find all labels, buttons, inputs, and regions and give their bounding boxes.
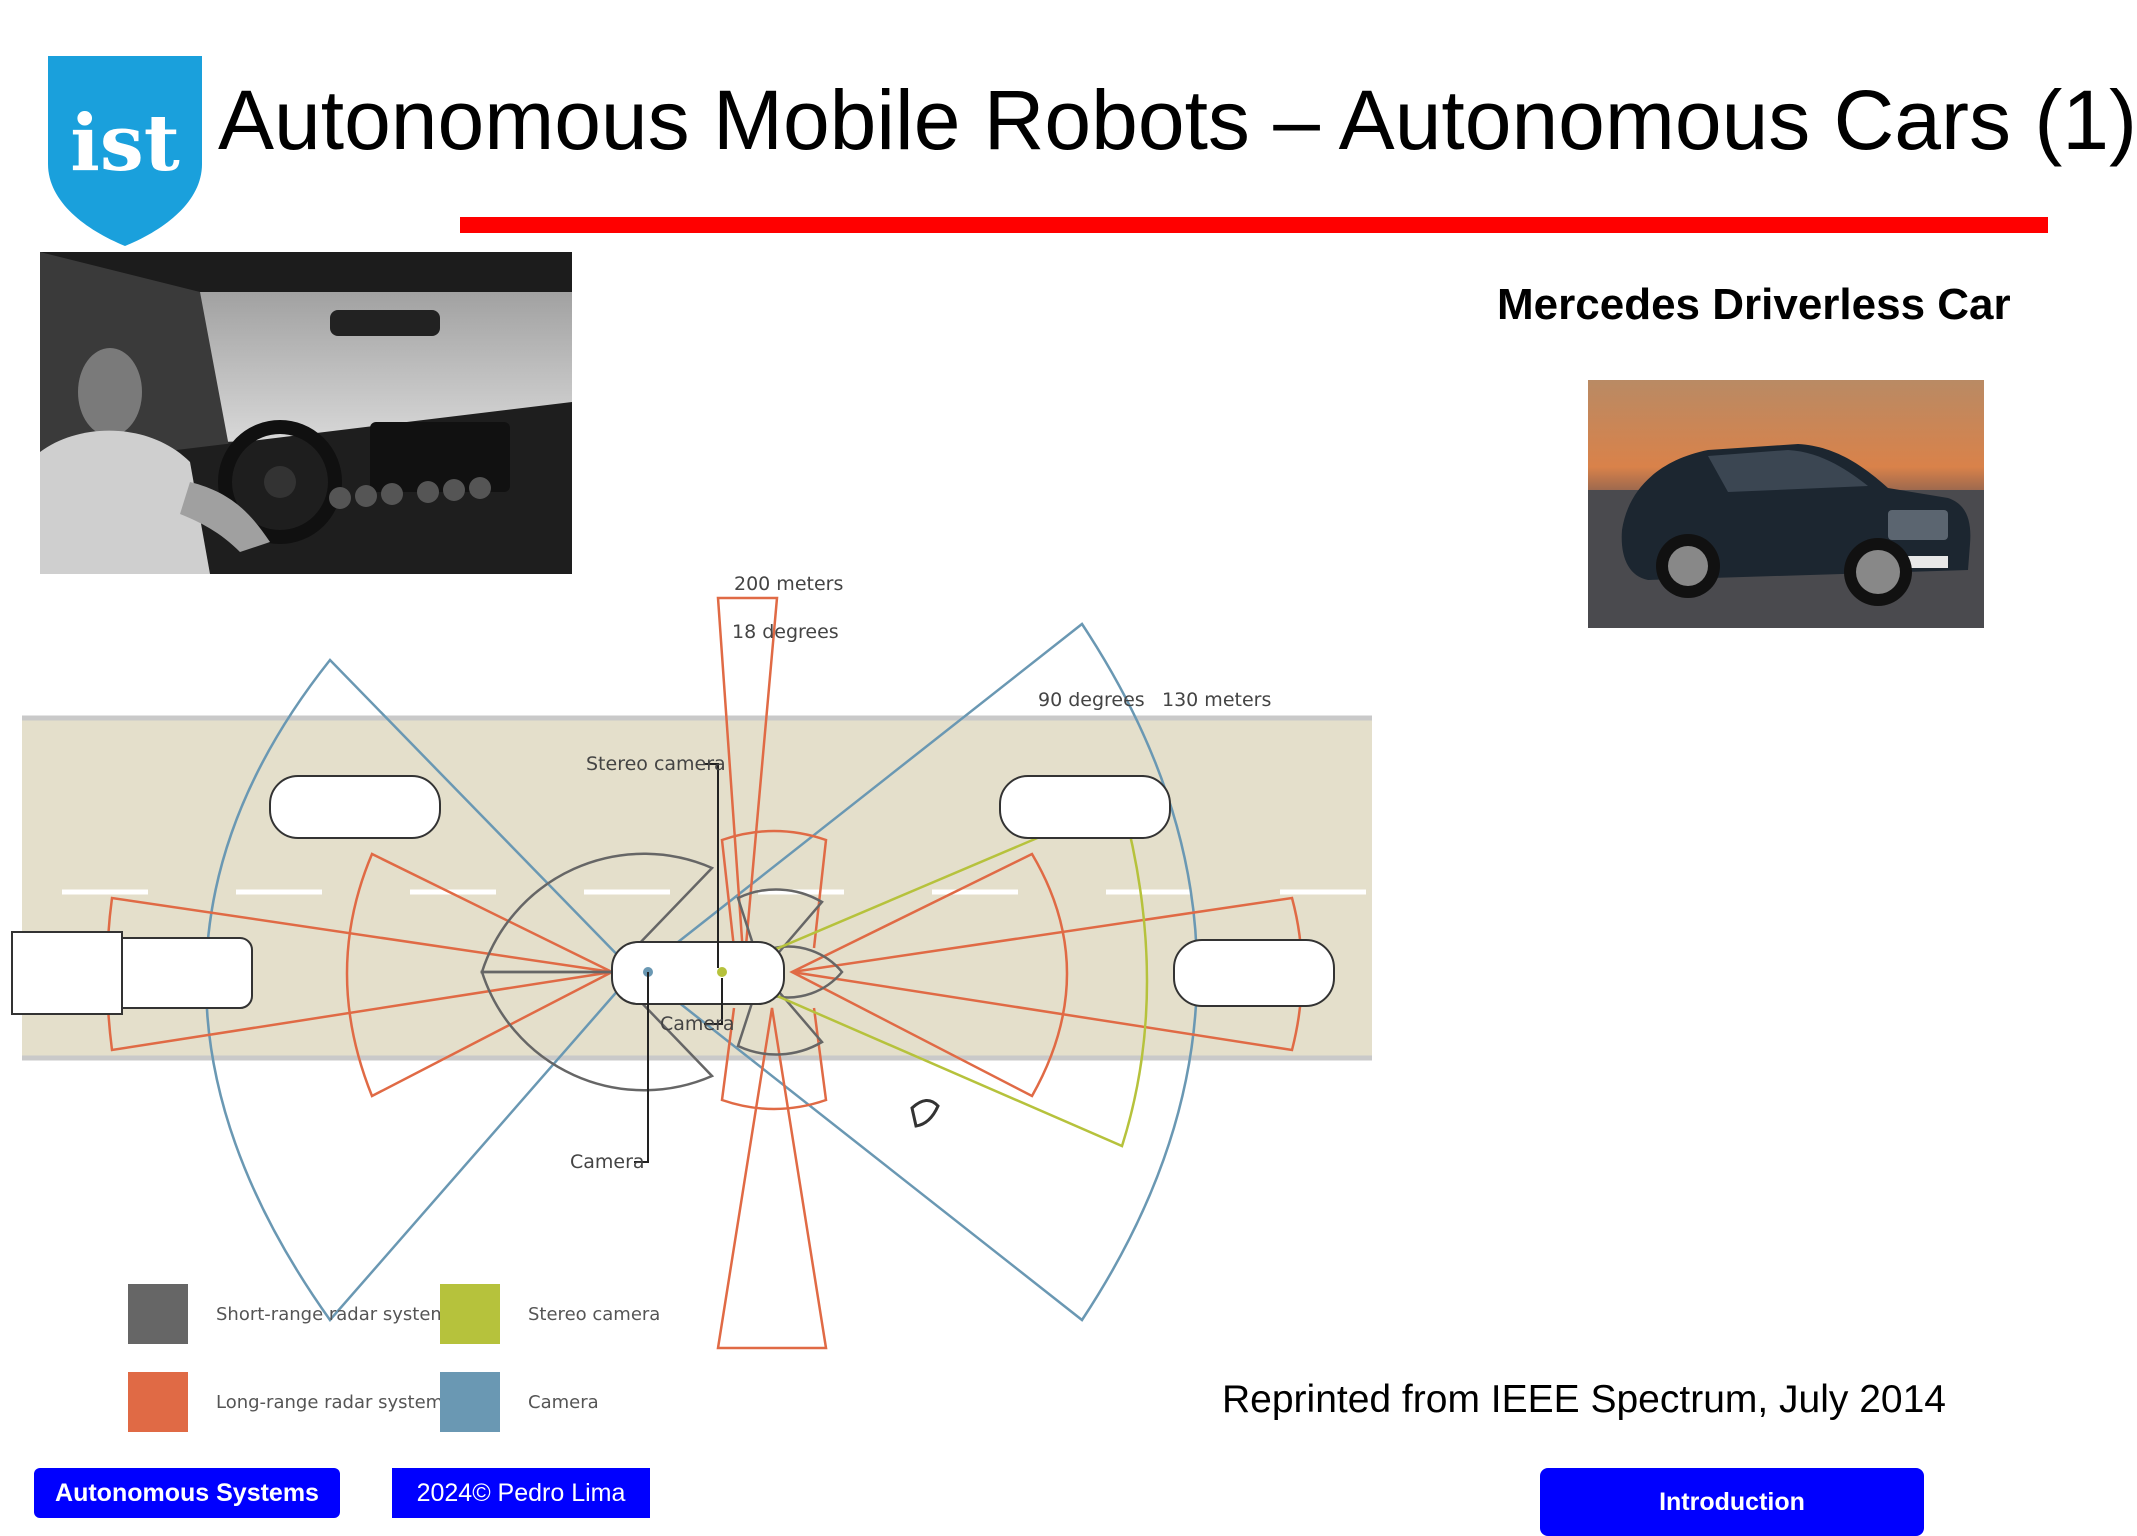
label-130-meters: 130 meters	[1162, 689, 1271, 711]
legend-swatch-long-range	[128, 1372, 188, 1432]
footer-copyright: 2024© Pedro Lima	[392, 1468, 650, 1518]
page-title: Autonomous Mobile Robots – Autonomous Ca…	[218, 73, 2137, 167]
label-camera-rear: Camera	[570, 1151, 645, 1173]
legend-swatch-camera	[440, 1372, 500, 1432]
legend-swatch-short-range	[128, 1284, 188, 1344]
legend-swatch-stereo-camera	[440, 1284, 500, 1344]
legend-label-stereo-camera: Stereo camera	[528, 1304, 660, 1325]
label-90-degrees: 90 degrees	[1038, 689, 1145, 711]
label-18-degrees: 18 degrees	[732, 621, 839, 643]
sensor-coverage-diagram: 200 meters 18 degrees 90 degrees 130 met…	[11, 573, 1372, 1432]
legend-label-camera: Camera	[528, 1392, 599, 1413]
source-credit: Reprinted from IEEE Spectrum, July 2014	[1222, 1378, 1946, 1421]
mercedes-car-photo	[1588, 380, 1984, 628]
label-camera-front: Camera	[660, 1013, 735, 1035]
pedestrian	[910, 1099, 940, 1128]
logo-text: ist	[70, 98, 180, 189]
cars	[11, 775, 1335, 1015]
footer-section-button[interactable]: Introduction	[1540, 1468, 1924, 1536]
ego-car	[611, 941, 785, 1005]
car-heading: Mercedes Driverless Car	[1497, 280, 2011, 329]
driver-interior-photo	[40, 252, 572, 574]
footer-course-button[interactable]: Autonomous Systems	[34, 1468, 340, 1518]
short-range-radar	[480, 852, 844, 1092]
legend: Short-range radar systems Long-range rad…	[128, 1284, 660, 1432]
label-stereo-camera: Stereo camera	[586, 753, 726, 775]
ist-logo: ist	[48, 56, 202, 246]
legend-label-short-range: Short-range radar systems	[216, 1304, 457, 1325]
legend-label-long-range: Long-range radar systems	[216, 1392, 453, 1413]
label-200-meters: 200 meters	[734, 573, 843, 595]
title-underline	[460, 217, 2048, 233]
